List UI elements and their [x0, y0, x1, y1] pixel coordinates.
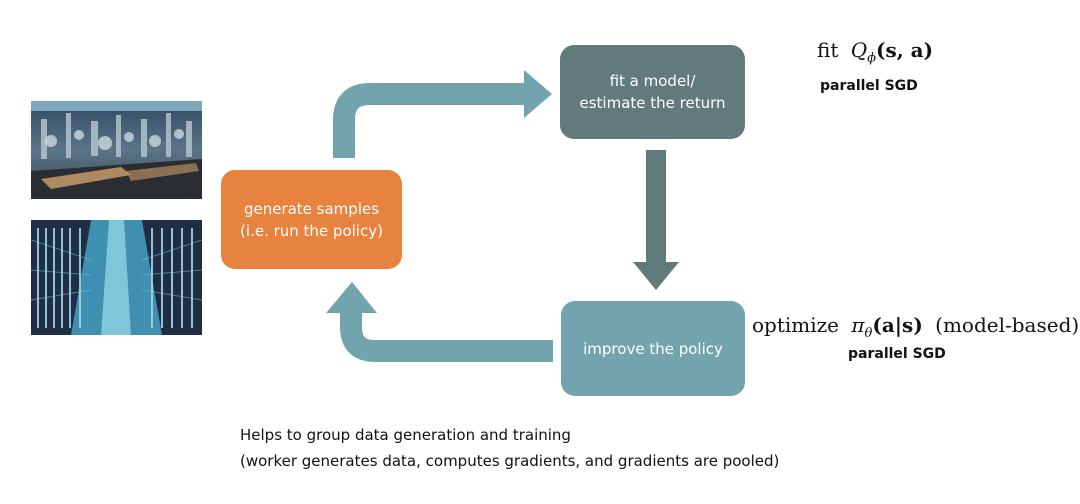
fit-word: fit	[817, 38, 839, 62]
optimize-word: optimize	[752, 313, 840, 337]
q-symbol: Q	[850, 38, 868, 62]
arrow-generate-to-fit	[333, 83, 525, 158]
phi-subscript: ϕ	[867, 51, 877, 66]
generate-samples-box: generate samples (i.e. run the policy)	[221, 170, 402, 269]
fit-q-formula: fit Qϕ(s, a)	[817, 38, 933, 66]
theta-subscript: θ	[864, 326, 873, 341]
improve-policy-box: improve the policy	[561, 301, 745, 396]
datacenter-photo	[31, 220, 202, 335]
generate-samples-label: generate samples (i.e. run the policy)	[240, 199, 383, 240]
arrow-head-right	[524, 70, 552, 118]
optimize-parallel-sgd: parallel SGD	[848, 346, 946, 362]
caption-line-2: (worker generates data, computes gradien…	[240, 452, 780, 470]
arrow-improve-to-generate	[340, 313, 553, 362]
pi-symbol: π	[851, 313, 865, 337]
fit-model-box: fit a model/ estimate the return	[560, 45, 745, 139]
arrow-fit-to-improve	[646, 150, 666, 263]
optimize-pi-formula: optimize πθ(a|s) (model-based)	[752, 313, 1079, 341]
fit-model-label: fit a model/ estimate the return	[579, 72, 726, 112]
arrow-head-down	[633, 262, 679, 290]
model-based-label: (model-based)	[935, 313, 1080, 337]
improve-policy-label: improve the policy	[583, 339, 723, 358]
optimize-args: (a|s)	[872, 313, 923, 337]
fit-parallel-sgd: parallel SGD	[820, 78, 918, 94]
caption-line-1: Helps to group data generation and train…	[240, 426, 571, 444]
fit-args: (s, a)	[876, 38, 934, 62]
arrow-head-up	[326, 282, 377, 313]
robot-arms-photo	[31, 101, 202, 199]
